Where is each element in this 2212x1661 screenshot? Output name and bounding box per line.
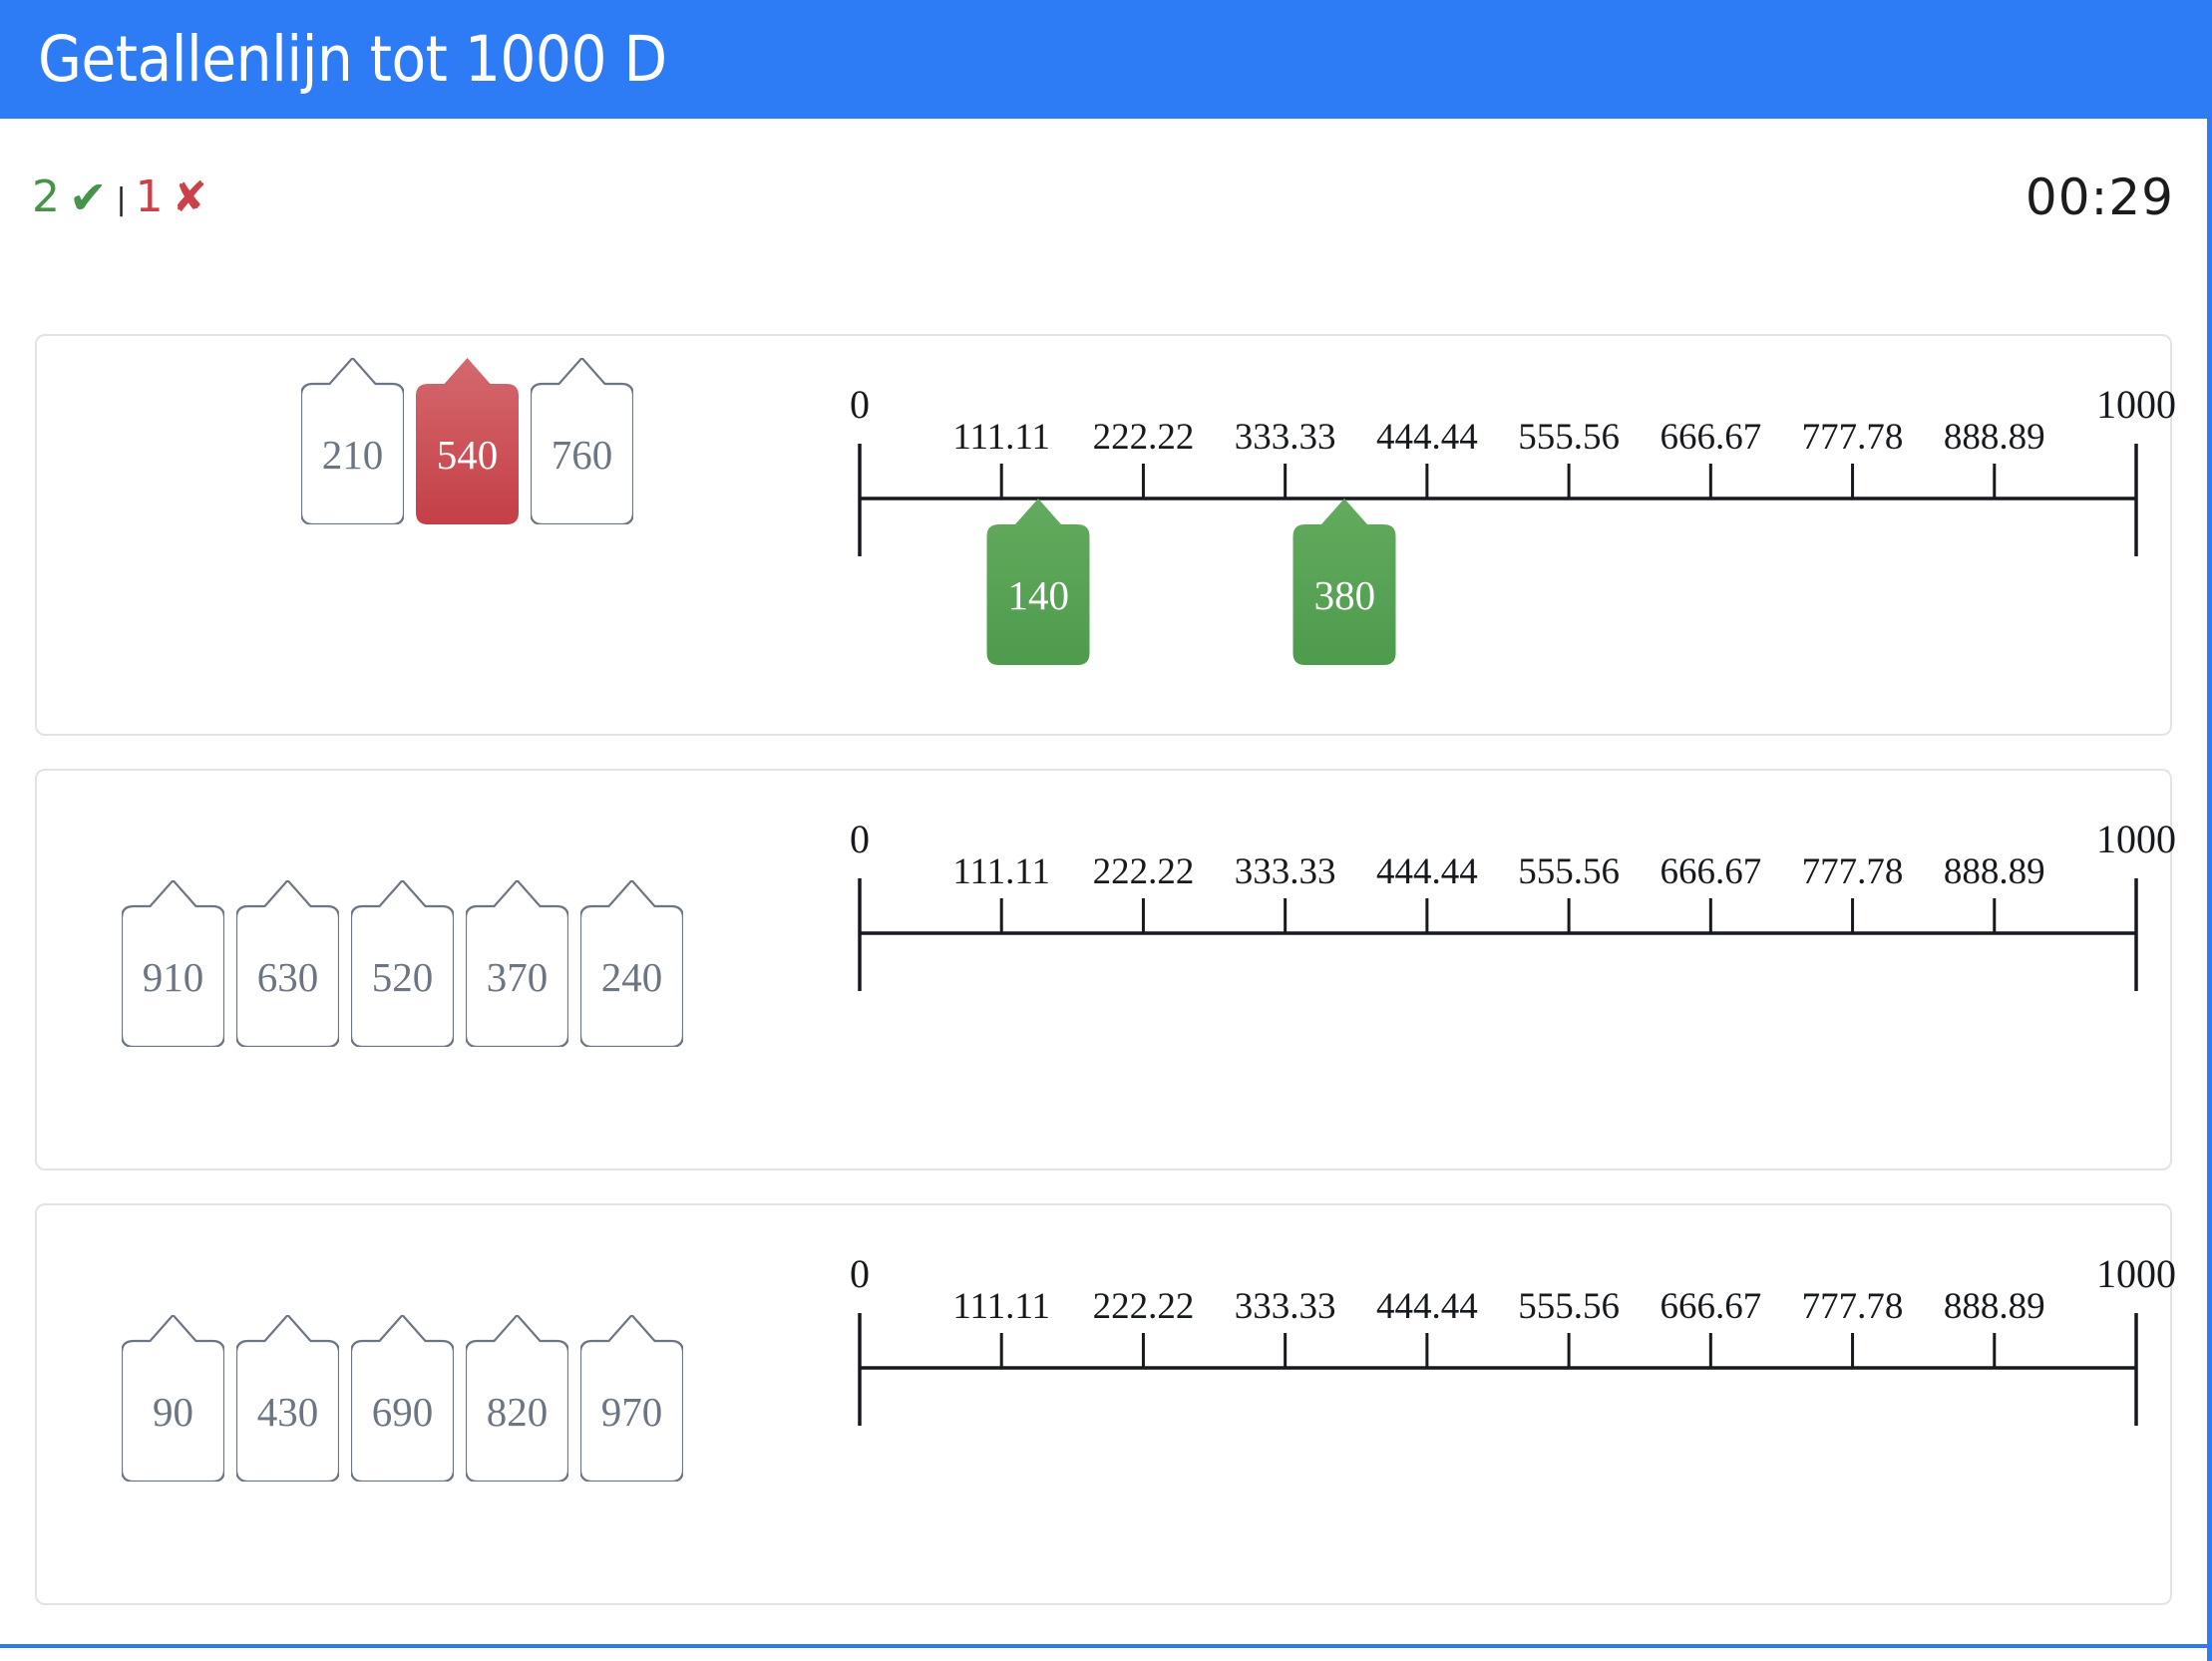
axis-tick-label: 666.67 (1659, 851, 1762, 892)
axis-tick-label: 666.67 (1659, 1286, 1762, 1327)
number-card[interactable]: 370 (466, 880, 568, 1047)
axis-start-label: 0 (850, 817, 870, 861)
app-header: Getallenlijn tot 1000 D (0, 0, 2207, 119)
card-tray: 210 540 760 (301, 358, 633, 524)
axis-tick-label: 888.89 (1943, 417, 2045, 458)
axis-tick-label: 555.56 (1518, 851, 1620, 892)
number-card[interactable]: 520 (351, 880, 454, 1047)
status-bar: 2 ✔ | 1 ✘ 00:29 (0, 119, 2207, 286)
axis-tick-label: 888.89 (1943, 851, 2045, 892)
axis-tick-label: 777.78 (1801, 417, 1904, 458)
number-card[interactable]: 430 (236, 1315, 339, 1482)
axis-tick-label: 666.67 (1659, 417, 1762, 458)
axis-tick-label: 111.11 (952, 417, 1051, 458)
axis-tick-label: 888.89 (1943, 1286, 2045, 1327)
number-card[interactable]: 690 (351, 1315, 454, 1482)
axis-start-label: 0 (850, 1251, 870, 1296)
timer-display: 00:29 (2025, 168, 2174, 226)
number-card[interactable]: 90 (122, 1315, 224, 1482)
score-separator: | (116, 182, 127, 217)
number-line[interactable]: 0 1000 111.11 222.22 333.33 444.44 555.56 666.6… (825, 1205, 2176, 1607)
axis-tick-label: 555.56 (1518, 417, 1620, 458)
cross-icon: ✘ (172, 172, 207, 221)
wrong-count: 1 (135, 171, 164, 222)
placed-number-card[interactable]: 380 (1292, 498, 1396, 665)
axis-tick-label: 444.44 (1376, 1286, 1478, 1327)
axis-tick-label: 444.44 (1376, 851, 1478, 892)
axis-end-label: 1000 (2096, 382, 2176, 427)
number-card[interactable]: 240 (580, 880, 683, 1047)
number-card[interactable]: 140 (986, 498, 1090, 665)
correct-count: 2 (32, 171, 60, 222)
axis-tick-label: 222.22 (1092, 1286, 1195, 1327)
number-line[interactable]: 0 1000 111.11 222.22 333.33 444.44 555.56 666.6… (825, 771, 2176, 1172)
number-card[interactable]: 910 (122, 880, 224, 1047)
number-card[interactable]: 760 (531, 358, 633, 524)
page-title: Getallenlijn tot 1000 D (38, 23, 667, 96)
axis-tick-label: 222.22 (1092, 417, 1195, 458)
axis-tick-label: 444.44 (1376, 417, 1478, 458)
number-line[interactable]: 0 1000 111.11 222.22 333.33 444.44 555.56 666.6… (825, 336, 2176, 738)
axis-tick-label: 333.33 (1234, 1286, 1336, 1327)
axis-tick-label: 333.33 (1234, 851, 1336, 892)
card-tray: 910 630 520 370 240 (122, 880, 683, 1047)
number-card[interactable]: 820 (466, 1315, 568, 1482)
bottom-accent-rule (0, 1644, 2207, 1648)
score-display: 2 ✔ | 1 ✘ (32, 174, 207, 220)
axis-end-label: 1000 (2096, 817, 2176, 861)
placed-number-card[interactable]: 140 (986, 498, 1090, 665)
axis-start-label: 0 (850, 382, 870, 427)
axis-end-label: 1000 (2096, 1251, 2176, 1296)
exercise-row: 210 540 760 0 1000 111.11 222.22 333.33 444.4… (35, 334, 2176, 738)
check-icon: ✔ (69, 170, 108, 224)
number-card[interactable]: 210 (301, 358, 404, 524)
axis-tick-label: 111.11 (952, 851, 1051, 892)
axis-tick-label: 222.22 (1092, 851, 1195, 892)
axis-tick-label: 111.11 (952, 1286, 1051, 1327)
axis-tick-label: 777.78 (1801, 1286, 1904, 1327)
number-card[interactable]: 630 (236, 880, 339, 1047)
number-card[interactable]: 380 (1292, 498, 1396, 665)
number-card[interactable]: 970 (580, 1315, 683, 1482)
axis-tick-label: 555.56 (1518, 1286, 1620, 1327)
card-tray: 90 430 690 820 970 (122, 1315, 683, 1482)
axis-tick-label: 777.78 (1801, 851, 1904, 892)
axis-tick-label: 333.33 (1234, 417, 1336, 458)
number-card[interactable]: 540 (416, 358, 519, 524)
